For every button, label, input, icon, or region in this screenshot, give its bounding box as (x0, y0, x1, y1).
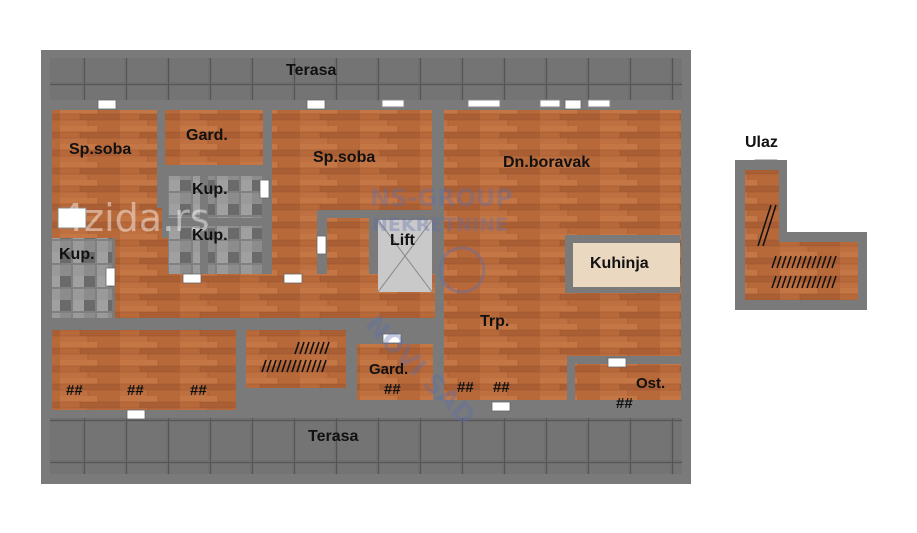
bedroom-left (52, 110, 157, 208)
mark-7: ## (616, 395, 633, 412)
mark-1: ## (66, 382, 83, 399)
mark-4: ## (384, 381, 401, 398)
mark-2: ## (127, 382, 144, 399)
label-lift: Lift (390, 232, 415, 249)
watermark-agency-1: NS-GROUP (370, 184, 513, 212)
label-storage-bottom: Gard. (369, 361, 409, 378)
watermark-agency-2: NEKRETNINE (372, 214, 509, 236)
windows (57, 99, 611, 229)
label-entrance: Ulaz (745, 134, 778, 151)
entrance-stairs (757, 204, 837, 289)
entrance-landing (745, 242, 858, 300)
agency-logo (438, 246, 486, 294)
storage-top (165, 110, 263, 165)
label-ost: Ost. (636, 375, 666, 392)
terrace-top (50, 58, 682, 100)
bathroom-divider-h (168, 218, 262, 226)
mark-6: ## (493, 379, 510, 396)
bedroom-center-lower (272, 205, 317, 285)
label-terasa-top: Terasa (286, 62, 337, 79)
stair-area (246, 330, 346, 388)
kitchen (573, 243, 680, 287)
label-kitchen: Kuhinja (590, 255, 649, 272)
terrace-bottom (50, 418, 682, 474)
room-bottom-left (52, 330, 236, 410)
label-bedroom-left: Sp.soba (69, 141, 132, 158)
label-bedroom-center: Sp.soba (313, 149, 376, 166)
label-living-room: Dn.boravak (503, 154, 591, 171)
label-storage-top: Gard. (186, 127, 228, 144)
label-stairs: Trp. (480, 313, 510, 330)
label-bathroom-1: Kup. (192, 181, 228, 198)
stairs-marks (261, 341, 330, 373)
mark-3: ## (190, 382, 207, 399)
label-bathroom-left: Kup. (59, 246, 95, 263)
storage-bottom (357, 344, 433, 400)
ost-wall-v (567, 356, 575, 404)
core-wood (327, 218, 369, 286)
mark-5: ## (457, 379, 474, 396)
watermark-portal: 4zida.rs (60, 196, 210, 240)
label-terasa-bottom: Terasa (308, 428, 359, 445)
bathroom-left (52, 238, 112, 318)
label-bathroom-2: Kup. (192, 227, 228, 244)
bedroom-center (272, 110, 432, 210)
